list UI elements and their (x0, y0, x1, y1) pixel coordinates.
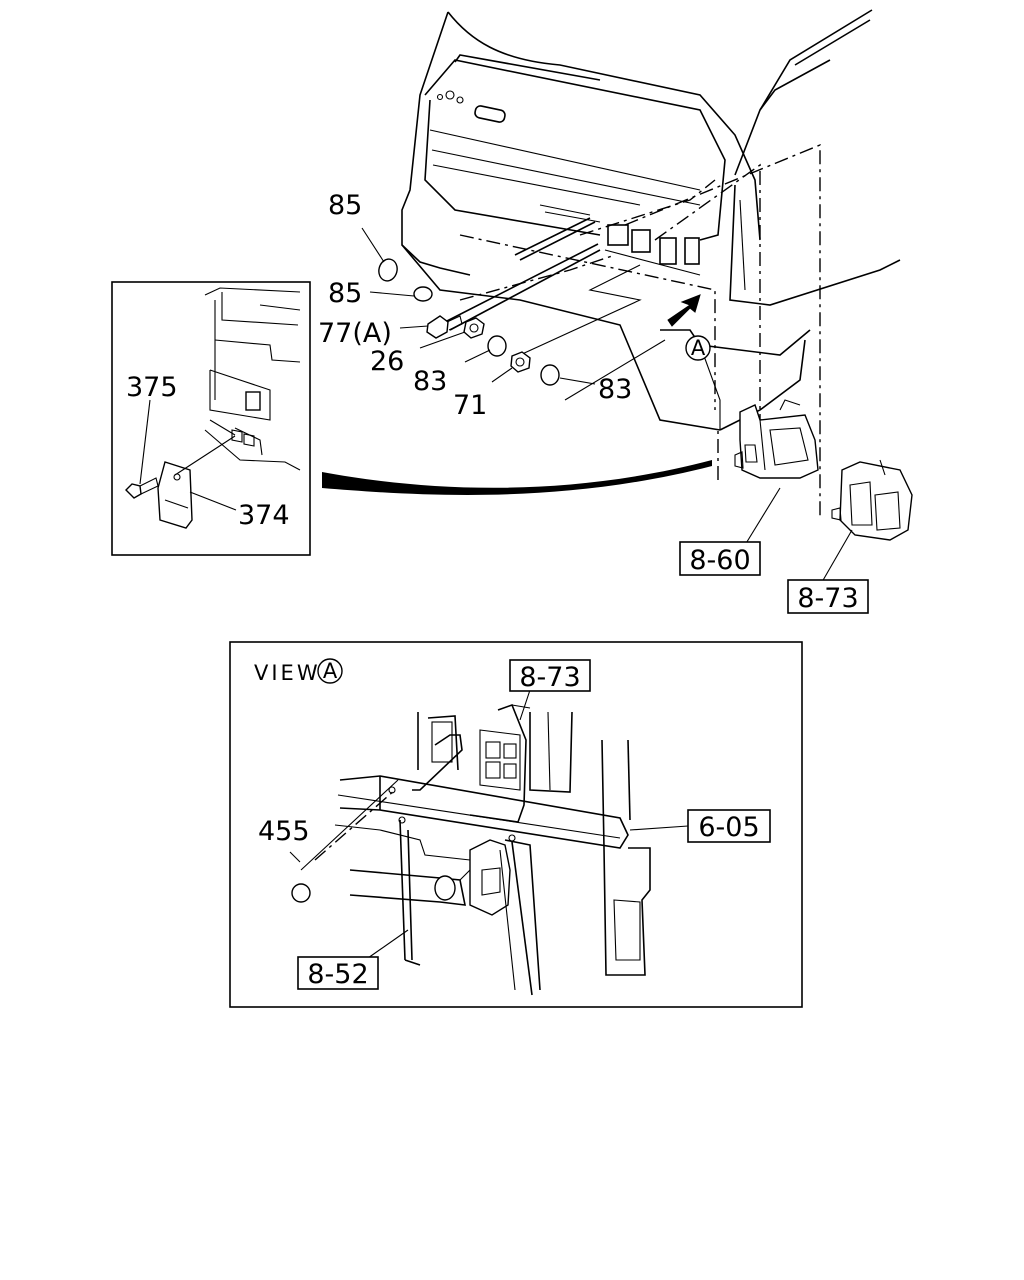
part-85-mid (413, 286, 433, 302)
part-26-nut (463, 317, 485, 339)
label-83-left: 83 (413, 366, 447, 397)
part-85-top (378, 258, 398, 282)
part-77a-bolt (426, 315, 463, 339)
ref-box-8-60: 8-60 (679, 541, 761, 576)
ref-box-8-52: 8-52 (297, 956, 379, 990)
ref-box-6-05: 6-05 (687, 809, 771, 843)
svg-text:8-60: 8-60 (689, 545, 750, 576)
ref-box-8-73-main: 8-73 (787, 579, 869, 614)
label-85-mid: 85 (328, 278, 362, 309)
label-85-top: 85 (328, 190, 362, 221)
label-71: 71 (453, 390, 487, 421)
view-a-title: VIEW (254, 661, 321, 685)
leaders-upper (361, 227, 596, 385)
svg-text:A: A (691, 336, 706, 360)
ref-box-8-73-view: 8-73 (509, 659, 591, 693)
part-455-plug (291, 883, 311, 903)
part-83-right (540, 364, 560, 386)
leader-lines-cab (459, 143, 821, 520)
svg-text:8-52: 8-52 (307, 959, 368, 990)
bracket-8-60 (734, 399, 819, 479)
svg-text:8-73: 8-73 (519, 662, 580, 693)
label-26: 26 (370, 346, 404, 377)
leaders-brackets (744, 487, 853, 583)
callout-a-marker: A (685, 335, 711, 361)
label-83-right: 83 (598, 374, 632, 405)
bracket-8-73 (831, 459, 913, 541)
label-455: 455 (258, 816, 310, 847)
reference-arrow (322, 460, 712, 495)
label-374: 374 (238, 500, 290, 531)
view-a-marker: A (317, 658, 343, 684)
label-77a: 77(A) (318, 318, 392, 349)
cab-body (401, 9, 901, 431)
label-375: 375 (126, 372, 178, 403)
part-71-nut (510, 351, 531, 373)
rods (444, 217, 666, 401)
svg-text:6-05: 6-05 (698, 812, 759, 843)
svg-text:A: A (323, 659, 338, 683)
inset-panel (111, 281, 311, 556)
part-83-left (487, 335, 507, 357)
svg-text:8-73: 8-73 (797, 583, 858, 614)
